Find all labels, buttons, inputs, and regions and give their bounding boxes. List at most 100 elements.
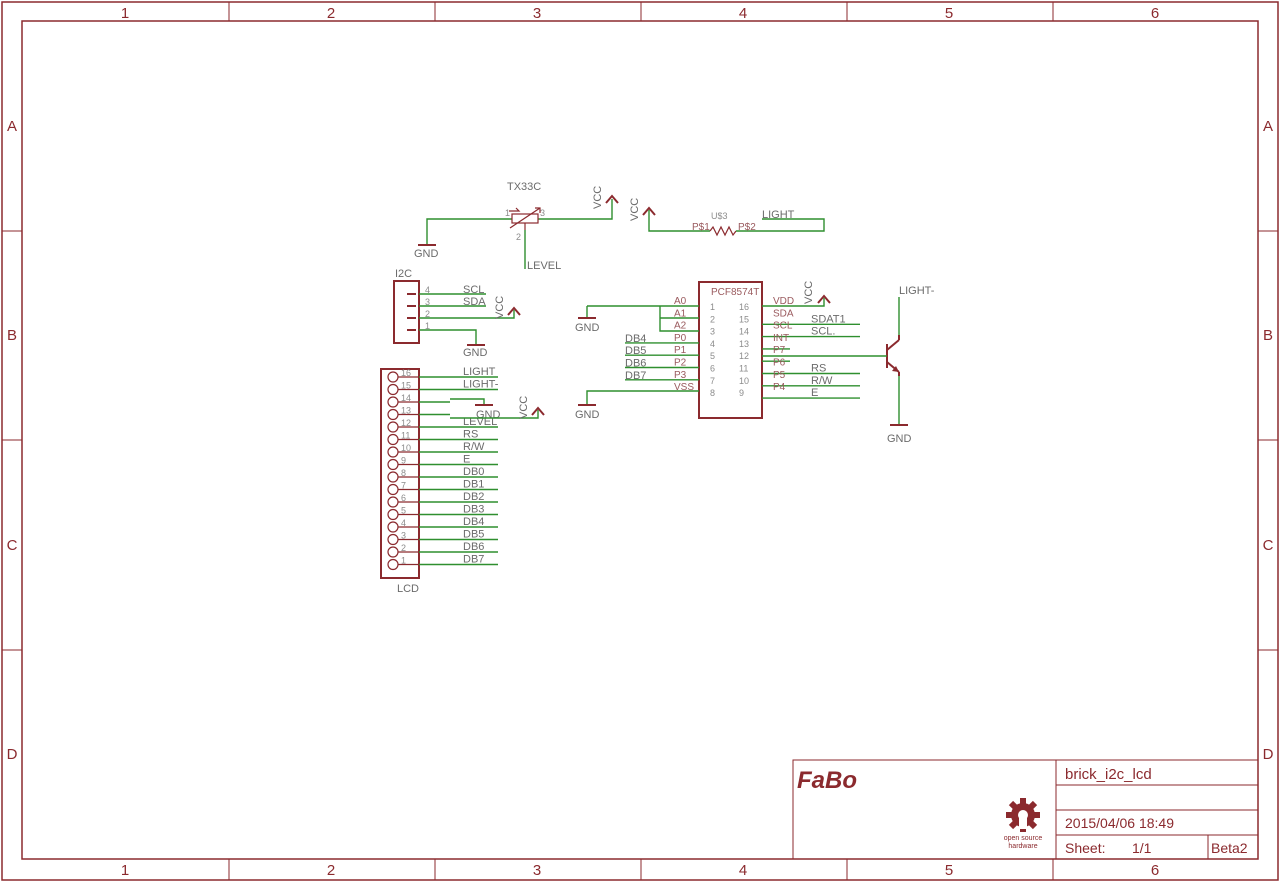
row-label: D	[7, 746, 18, 763]
column-label: 5	[945, 862, 953, 879]
i2c-pin-number: 4	[425, 285, 430, 295]
lcd-pin-pad	[387, 521, 399, 533]
ic-pin-number: 15	[739, 314, 749, 324]
ic-vcc-label: VCC	[803, 281, 815, 304]
ic-pin-name: P5	[773, 370, 786, 381]
trimmer-pin2-number: 2	[516, 232, 521, 242]
row-label: C	[7, 537, 18, 554]
ic-pin-name: P7	[773, 345, 786, 356]
schematic-name: brick_i2c_lcd	[1065, 766, 1152, 783]
lcd-net-label: R/W	[463, 441, 485, 453]
lcd-pin-pad	[387, 533, 399, 546]
ic-pin-name: P3	[674, 370, 687, 381]
ic-gnd-label-b: GND	[575, 409, 600, 421]
lcd-pin-pad	[387, 496, 399, 508]
ic-pin-number: 12	[739, 351, 749, 361]
i2c-pin-number: 3	[425, 297, 430, 307]
resistor-name: U$3	[711, 211, 728, 221]
ic-pin-name: P2	[674, 358, 687, 369]
lcd-net-label: E	[463, 454, 470, 466]
lcd-pin-pad	[387, 396, 399, 408]
ic-pin-name: P1	[674, 345, 687, 356]
lcd-net-label: DB6	[463, 541, 484, 553]
ic-pin-number: 9	[739, 388, 744, 398]
lcd-net-label: DB4	[463, 516, 484, 528]
ic-net-label: DB4	[625, 333, 646, 345]
lcd-net-label: RS	[463, 429, 478, 441]
lcd-pin-pad	[387, 458, 399, 471]
lcd-pin-number: 3	[401, 531, 406, 541]
ic-pin-name: SDA	[773, 308, 794, 319]
column-label: 3	[533, 5, 541, 22]
lcd-pin-pad	[387, 508, 399, 521]
lcd-pin-number: 13	[401, 406, 411, 416]
ic-net-label: R/W	[811, 375, 833, 387]
npn-transistor: LIGHT- GND	[762, 285, 935, 445]
lcd-pin-number: 16	[401, 368, 411, 378]
i2c-header-name: I2C	[395, 268, 412, 280]
resistor-pin-a: P$1	[692, 222, 710, 233]
ic-pin-name: P4	[773, 382, 786, 393]
ic-pin-name: P6	[773, 358, 786, 369]
lcd-pin-pad	[387, 421, 399, 433]
lcd-pin-number: 15	[401, 381, 411, 391]
ic-pin-name: A0	[674, 296, 687, 307]
lcd-pin-number: 7	[401, 481, 406, 491]
column-label: 6	[1151, 862, 1159, 879]
ic-pin-number: 11	[739, 364, 748, 374]
ic-pin-name: A2	[674, 321, 687, 332]
lcd-pin-pad	[387, 558, 399, 571]
level-net-label: LEVEL	[527, 260, 561, 272]
lcd-pin-pad	[387, 483, 399, 496]
ic-net-label: DB5	[625, 345, 646, 357]
lcd-net-label: DB1	[463, 479, 484, 491]
sheet-number: 1/1	[1132, 840, 1152, 856]
light-minus-net-label: LIGHT-	[899, 285, 935, 297]
lcd-pin-number: 4	[401, 518, 406, 528]
open-source-hardware-icon	[1006, 798, 1040, 832]
column-label: 3	[533, 862, 541, 879]
lcd-pin-pad	[387, 383, 399, 396]
i2c-pin-number: 2	[425, 309, 430, 319]
lcd-pin-number: 6	[401, 493, 406, 503]
lcd-net-label: DB2	[463, 491, 484, 503]
sheet-label: Sheet:	[1065, 840, 1105, 856]
trimmer-gnd-label: GND	[414, 248, 439, 260]
i2c-vcc-label: VCC	[494, 296, 506, 319]
row-label: C	[1263, 537, 1274, 554]
lcd-net-label: LEVEL	[463, 416, 497, 428]
row-label: D	[1263, 746, 1274, 763]
ic-pin-number: 13	[739, 339, 749, 349]
column-label: 1	[121, 862, 129, 879]
row-label: B	[7, 327, 17, 344]
ic-pin-name: SCL	[773, 321, 793, 332]
trimmer-vcc-label: VCC	[592, 186, 604, 209]
ic-pin-number: 7	[710, 376, 715, 386]
row-label: B	[1263, 327, 1273, 344]
ic-pin-number: 3	[710, 327, 715, 337]
column-label: 6	[1151, 5, 1159, 22]
resistor-u3: VCC U$3 P$1 P$2 LIGHT	[629, 198, 825, 237]
lcd-pin-number: 11	[401, 431, 410, 441]
resistor-vcc-label: VCC	[629, 198, 641, 221]
lcd-net-label: DB5	[463, 529, 484, 541]
ic-pin-name: A1	[674, 308, 687, 319]
ic-pin-number: 1	[710, 302, 715, 312]
lcd-pin-number: 10	[401, 443, 411, 453]
revision-label: Beta2	[1211, 840, 1248, 856]
lcd-net-label: DB3	[463, 504, 484, 516]
lcd-pin-number: 12	[401, 418, 411, 428]
ic-pin-number: 5	[710, 351, 715, 361]
ic-net-label: RS	[811, 363, 826, 375]
resistor-pin-b: P$2	[738, 222, 756, 233]
lcd-pin-pad	[387, 471, 399, 483]
column-label: 4	[739, 862, 747, 879]
ic-net-label: DB7	[625, 370, 646, 382]
ic-pin-number: 6	[710, 364, 715, 374]
lcd-pin-pad	[387, 446, 399, 458]
ic-pin-number: 10	[739, 376, 749, 386]
ic-net-label: SDAT1	[811, 313, 846, 325]
